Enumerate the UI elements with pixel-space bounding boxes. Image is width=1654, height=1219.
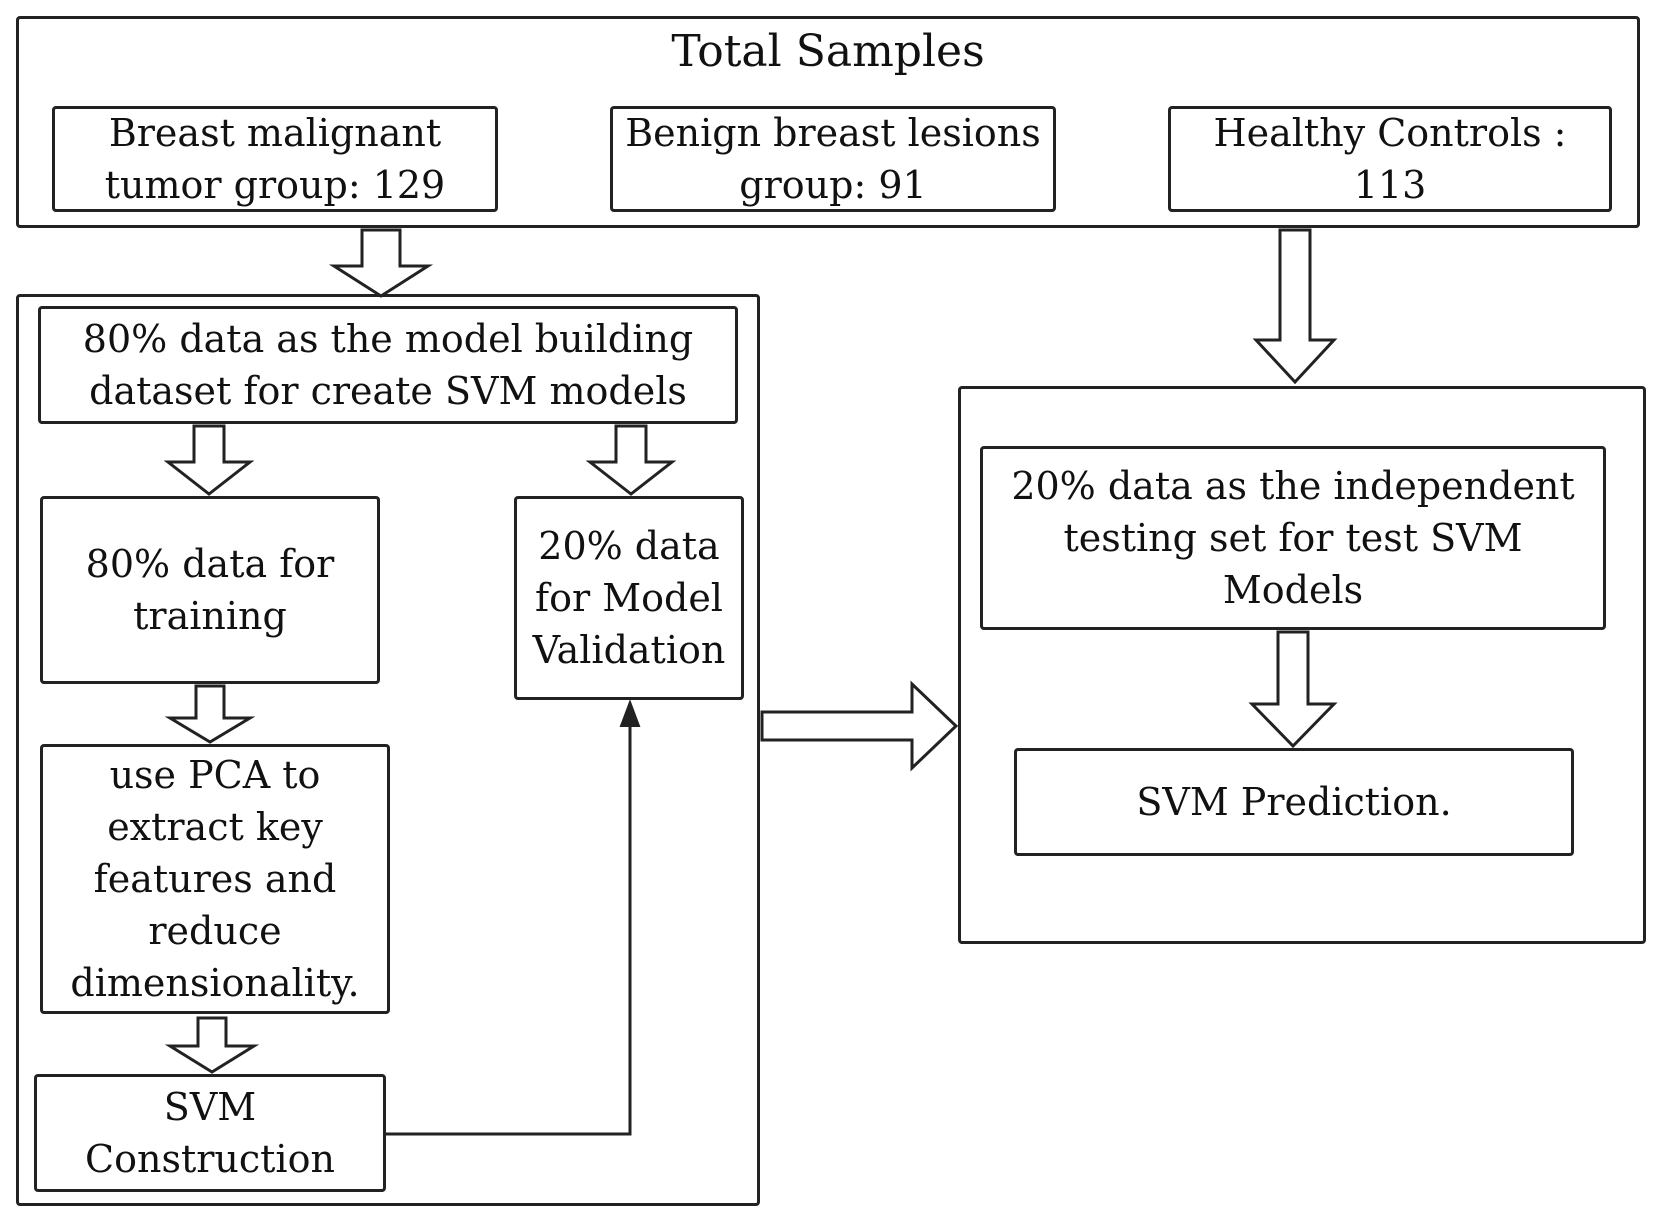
arrow-to-model-building xyxy=(328,228,434,298)
model-building-dataset-box: 80% data as the model building dataset f… xyxy=(38,306,738,424)
arrow-to-testing xyxy=(1252,228,1338,385)
pca-box: use PCA to extract key features and redu… xyxy=(40,744,390,1014)
validation-box: 20% data for Model Validation xyxy=(514,496,744,700)
healthy-controls-box: Healthy Controls : 113 xyxy=(1168,106,1612,212)
training-box: 80% data for training xyxy=(40,496,380,684)
arrow-model-building-to-testing xyxy=(760,680,959,772)
total-samples-title: Total Samples xyxy=(671,26,985,77)
independent-testing-set-box: 20% data as the independent testing set … xyxy=(980,446,1606,630)
benign-group-box: Benign breast lesions group: 91 xyxy=(610,106,1056,212)
svm-prediction-box: SVM Prediction. xyxy=(1014,748,1574,856)
malignant-group-box: Breast malignant tumor group: 129 xyxy=(52,106,498,212)
svm-construction-box: SVM Construction xyxy=(34,1074,386,1192)
